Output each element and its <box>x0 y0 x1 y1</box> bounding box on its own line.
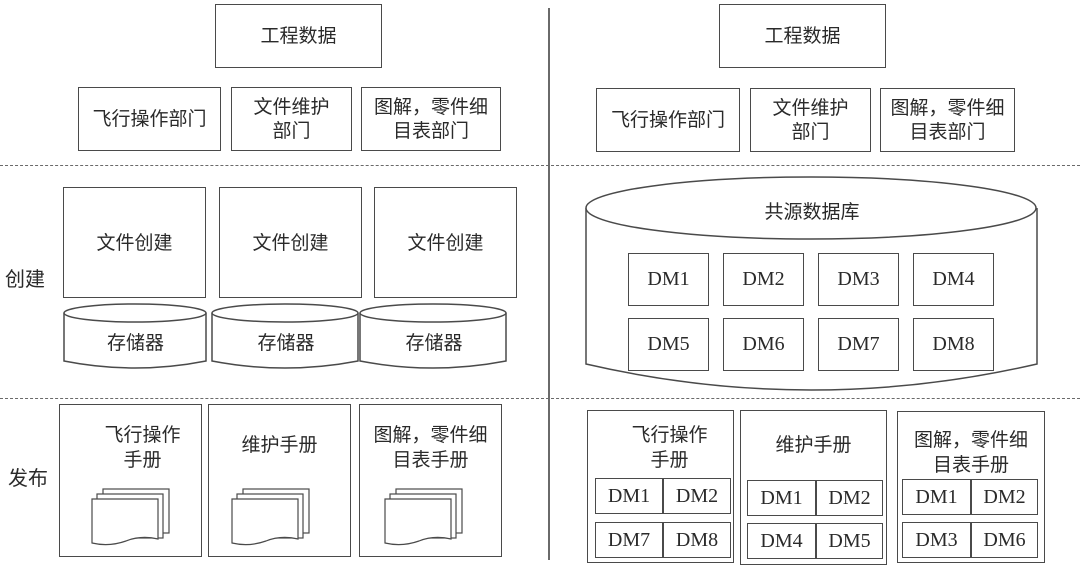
manual-data-module: DM1 <box>747 480 816 516</box>
column-divider <box>548 8 550 560</box>
left-manual-title-3: 图解，零件细 目表手册 <box>373 424 488 471</box>
data-module: DM3 <box>818 253 899 306</box>
right-dept-ipc: 图解，零件细 目表部门 <box>880 88 1015 152</box>
manual-data-module: DM1 <box>595 478 663 514</box>
left-storage-label-1: 存储器 <box>106 332 164 354</box>
left-engineering-data: 工程数据 <box>215 4 382 68</box>
left-storage-cylinder-1 <box>63 303 207 369</box>
left-manual-title-2: 维护手册 <box>241 434 318 456</box>
manual-data-module: DM2 <box>663 478 731 514</box>
row-divider-top <box>0 165 1080 166</box>
row-divider-bottom <box>0 398 1080 399</box>
right-manual-title-3: 图解，零件细 目表手册 <box>913 429 1028 476</box>
left-manual-ipc: 图解，零件细 目表手册 <box>359 404 502 557</box>
left-manual-title-1: 飞行操作 手册 <box>104 424 181 471</box>
document-stack-icon <box>91 488 170 546</box>
left-create-box-2: 文件创建 <box>219 187 362 298</box>
left-dept-flight-ops: 飞行操作部门 <box>78 87 221 151</box>
right-dept-doc-maint: 文件维护 部门 <box>750 88 871 152</box>
left-dept-doc-maint: 文件维护 部门 <box>231 87 352 151</box>
left-storage-cylinder-2 <box>211 303 359 369</box>
document-stack-icon <box>231 488 310 546</box>
manual-data-module: DM7 <box>595 522 663 558</box>
data-module: DM4 <box>913 253 994 306</box>
right-dept-flight-ops: 飞行操作部门 <box>596 88 740 152</box>
manual-data-module: DM1 <box>902 479 971 515</box>
left-storage-label-2: 存储器 <box>257 332 315 354</box>
right-manual-title-1: 飞行操作 手册 <box>631 424 708 471</box>
row-label-publish: 发布 <box>8 466 48 490</box>
data-module: DM6 <box>723 318 804 371</box>
left-storage-cylinder-3 <box>359 303 507 369</box>
data-module: DM7 <box>818 318 899 371</box>
left-manual-maintenance: 维护手册 <box>208 404 351 557</box>
manual-data-module: DM2 <box>816 480 883 516</box>
document-stack-icon <box>384 488 463 546</box>
manual-data-module: DM4 <box>747 523 816 559</box>
manual-data-module: DM8 <box>663 522 731 558</box>
data-module: DM8 <box>913 318 994 371</box>
right-manual-title-2: 维护手册 <box>775 434 852 456</box>
left-create-box-3: 文件创建 <box>374 187 517 298</box>
left-storage-label-3: 存储器 <box>405 332 463 354</box>
manual-data-module: DM5 <box>816 523 883 559</box>
manual-data-module: DM2 <box>971 479 1038 515</box>
database-label: 共源数据库 <box>764 201 860 223</box>
manual-data-module: DM6 <box>971 522 1038 558</box>
row-label-create: 创建 <box>5 267 45 291</box>
data-module: DM1 <box>628 253 709 306</box>
data-module: DM2 <box>723 253 804 306</box>
right-engineering-data: 工程数据 <box>719 4 886 68</box>
left-manual-flight-ops: 飞行操作 手册 <box>59 404 202 557</box>
left-create-box-1: 文件创建 <box>63 187 206 298</box>
manual-data-module: DM3 <box>902 522 971 558</box>
left-dept-ipc: 图解，零件细 目表部门 <box>361 87 501 151</box>
data-module: DM5 <box>628 318 709 371</box>
